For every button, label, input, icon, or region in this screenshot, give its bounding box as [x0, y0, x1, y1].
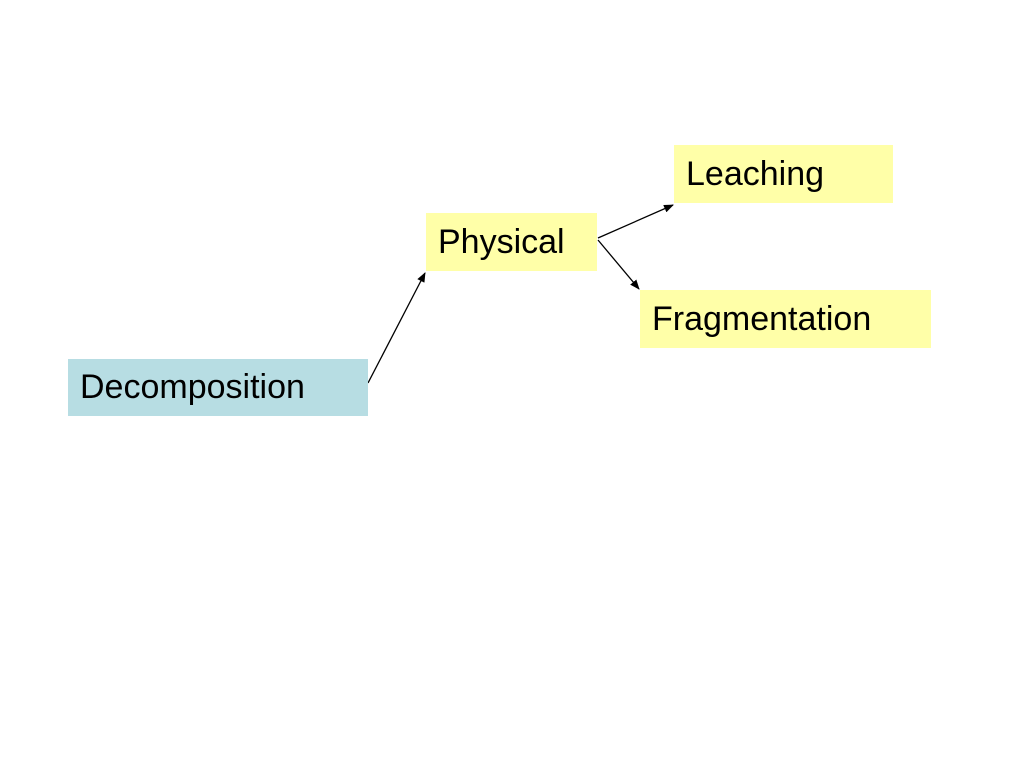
arrow-physical-to-leaching [597, 204, 674, 239]
arrow-decomposition-to-physical [367, 272, 426, 384]
decomposition-node: Decomposition [68, 359, 368, 416]
arrow-physical-to-fragmentation [597, 239, 640, 290]
physical-node: Physical [426, 213, 597, 271]
leaching-node: Leaching [674, 145, 893, 203]
fragmentation-node: Fragmentation [640, 290, 931, 348]
